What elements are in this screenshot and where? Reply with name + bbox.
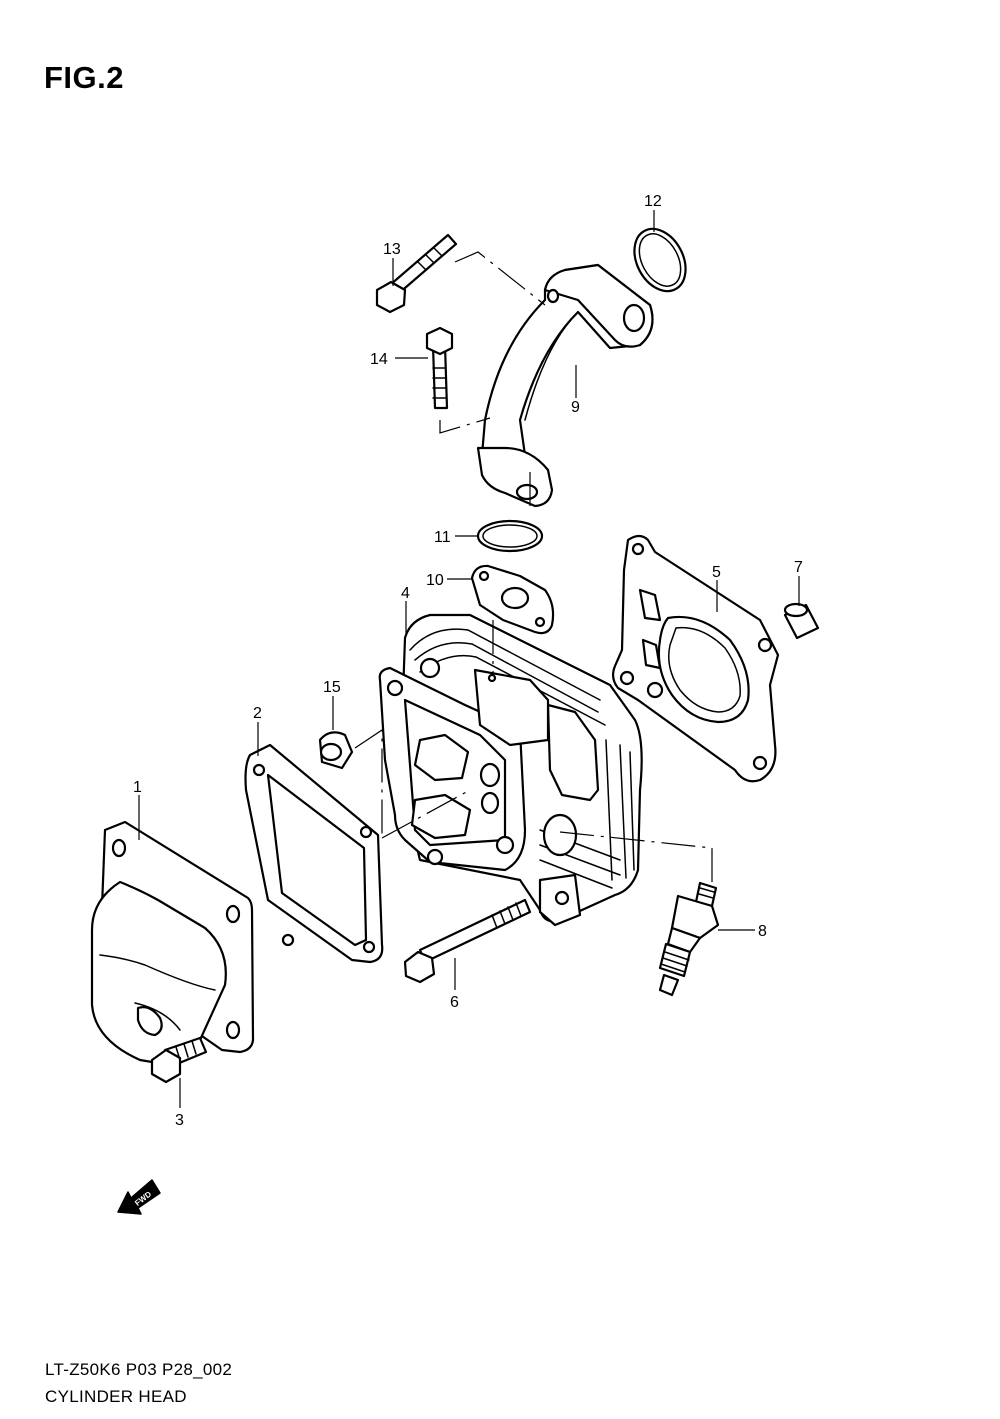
diagram-code: LT-Z50K6 P03 P28_002 bbox=[45, 1360, 233, 1379]
callout-1: 1 bbox=[133, 779, 142, 796]
callout-5: 5 bbox=[712, 564, 721, 581]
callout-4: 4 bbox=[401, 585, 410, 602]
figure-title: FIG.2 bbox=[44, 60, 125, 95]
forward-direction-arrow-icon: FWD bbox=[117, 1179, 161, 1215]
cylinder-head-cover-part bbox=[90, 820, 255, 1067]
callout-15: 15 bbox=[323, 679, 341, 696]
callout-14: 14 bbox=[370, 351, 388, 368]
intake-pipe-part bbox=[476, 263, 654, 508]
callout-13: 13 bbox=[383, 241, 401, 258]
stud-bolt-part bbox=[425, 326, 454, 410]
diagram-caption: CYLINDER HEAD bbox=[45, 1387, 187, 1406]
o-ring-small-part bbox=[476, 519, 544, 553]
pipe-bolt-part bbox=[375, 233, 458, 314]
callout-7: 7 bbox=[794, 559, 803, 576]
callout-leader-lines bbox=[138, 210, 800, 1108]
callout-12: 12 bbox=[644, 193, 662, 210]
callout-6: 6 bbox=[450, 994, 459, 1011]
cylinder-head-part bbox=[378, 613, 643, 927]
head-cover-gasket-part bbox=[244, 743, 384, 964]
callout-8: 8 bbox=[758, 923, 767, 940]
assembly-guide-lines bbox=[354, 251, 713, 885]
callout-3: 3 bbox=[175, 1112, 184, 1129]
spark-plug-part bbox=[658, 881, 720, 997]
o-ring-large-part bbox=[633, 227, 687, 293]
callout-2: 2 bbox=[253, 705, 262, 722]
callout-numbers: 1 2 3 4 5 6 7 8 9 10 11 12 13 14 15 bbox=[133, 193, 803, 1129]
insulator-gasket-part bbox=[470, 564, 555, 635]
exhaust-gasket-plate-part bbox=[611, 534, 780, 783]
head-bolt-part bbox=[403, 898, 532, 984]
callout-9: 9 bbox=[571, 399, 580, 416]
cap-nut-part bbox=[318, 731, 354, 770]
callout-11: 11 bbox=[434, 529, 451, 546]
cover-bolt-part bbox=[150, 1036, 208, 1084]
callout-10: 10 bbox=[426, 572, 444, 589]
dowel-pin-part bbox=[783, 602, 820, 640]
